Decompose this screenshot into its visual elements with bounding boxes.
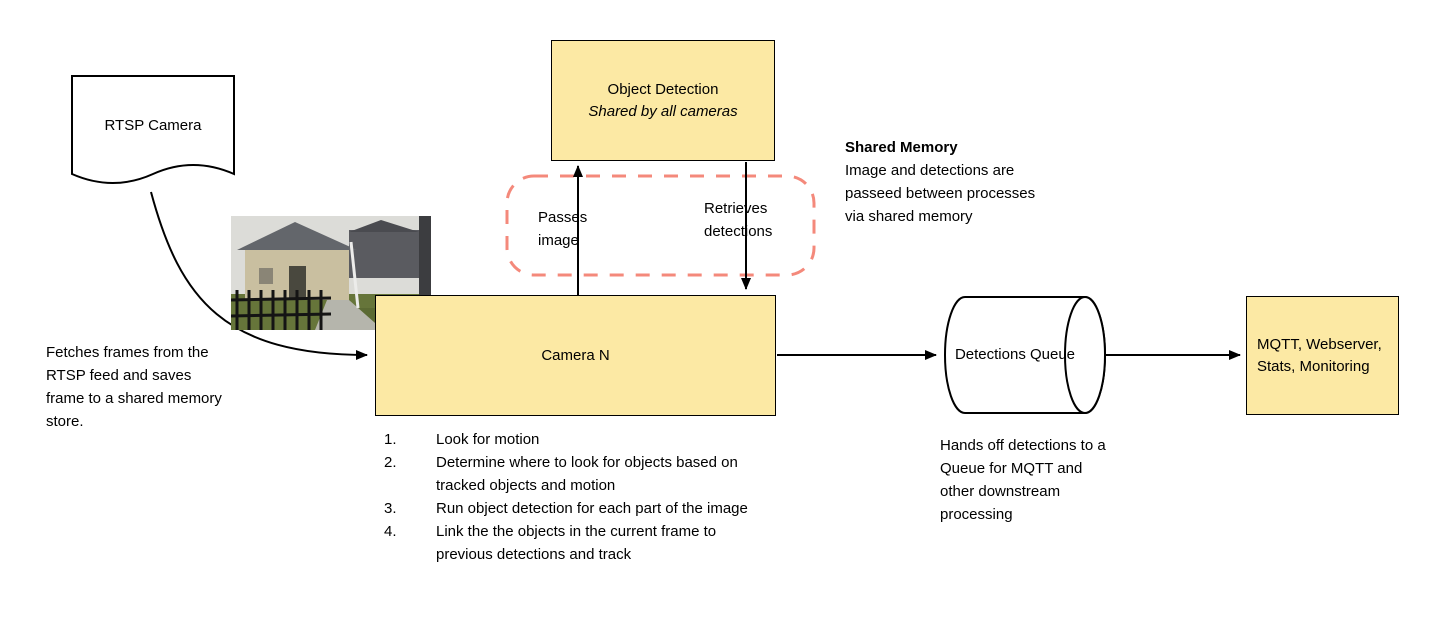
step-item: 2. Determine where to look for objects b… — [384, 451, 764, 497]
photo-pole — [349, 241, 360, 309]
step-number: 1. — [384, 431, 397, 448]
queue-rim-shape — [1064, 296, 1106, 414]
photo-house-door — [289, 266, 306, 300]
object-detection-subtitle: Shared by all cameras — [588, 102, 738, 120]
object-detection-title: Object Detection — [607, 80, 719, 98]
shared-memory-title: Shared Memory — [845, 139, 958, 156]
handoff-annotation: Hands off detections to a Queue for MQTT… — [940, 437, 1106, 523]
object-detection-node: Object Detection Shared by all cameras — [551, 40, 775, 161]
step-text: Look for motion — [436, 431, 540, 448]
retrieves-detections-annotation: Retrieves detections — [704, 200, 773, 240]
detections-queue-label: Detections Queue — [954, 346, 1076, 363]
shared-memory-annotation: Shared Memory Image and detections are p… — [845, 136, 1037, 228]
step-item: 3. Run object detection for each part of… — [384, 497, 764, 520]
step-text: Determine where to look for objects base… — [436, 454, 738, 494]
document-shape — [71, 75, 235, 184]
step-item: 1. Look for motion — [384, 428, 764, 451]
outputs-label: MQTT, Webserver, Stats, Monitoring — [1257, 335, 1382, 375]
detections-queue-node — [940, 292, 1112, 418]
fetch-frames-annotation: Fetches frames from the RTSP feed and sa… — [46, 344, 222, 430]
photo-background-houses — [349, 230, 419, 278]
photo-fence — [230, 290, 332, 330]
shared-memory-body: Image and detections are passeed between… — [845, 162, 1036, 225]
rtsp-camera-node — [70, 74, 236, 200]
photo-house-window — [259, 268, 273, 284]
step-text: Run object detection for each part of th… — [436, 500, 748, 517]
photo-background-roof — [349, 220, 419, 232]
step-text: Link the the objects in the current fram… — [436, 523, 717, 563]
camera-n-node: Camera N — [375, 295, 776, 416]
photo-house-roof — [237, 222, 357, 250]
rtsp-camera-label: RTSP Camera — [104, 117, 202, 134]
step-number: 3. — [384, 500, 397, 517]
camera-steps-list: 1. Look for motion 2. Determine where to… — [384, 428, 764, 566]
passes-image-annotation: Passes image — [538, 209, 588, 249]
step-item: 4. Link the the objects in the current f… — [384, 520, 764, 566]
camera-n-label: Camera N — [541, 346, 610, 364]
photo-walkway — [315, 300, 383, 330]
step-number: 2. — [384, 454, 397, 471]
step-number: 4. — [384, 523, 397, 540]
outputs-node: MQTT, Webserver, Stats, Monitoring — [1246, 296, 1399, 415]
